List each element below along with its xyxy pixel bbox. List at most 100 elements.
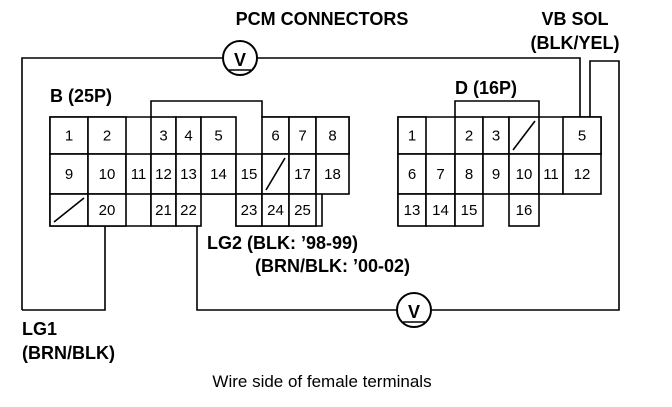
connector-b-pin-12: 12 — [150, 153, 177, 195]
pin-cell — [87, 193, 127, 227]
connector-b-blocked-cell — [261, 153, 290, 195]
pin-cell — [508, 153, 540, 195]
pin-number: 8 — [465, 166, 473, 183]
vb-sol-name: VB SOL — [541, 9, 608, 29]
pin-number: 17 — [294, 166, 311, 183]
pin-cell — [175, 193, 202, 227]
voltmeter-icon — [396, 292, 432, 328]
lg1-name: LG1 — [22, 319, 57, 339]
pin-cell — [175, 116, 202, 155]
blocked-slash — [512, 120, 536, 151]
pin-cell — [562, 153, 602, 195]
pin-number: 7 — [436, 166, 444, 183]
pin-cell — [261, 193, 290, 227]
connector-b-pin-25: 25 — [288, 193, 317, 227]
connector-d-pin-8: 8 — [454, 153, 484, 195]
pin-number: 12 — [574, 166, 591, 183]
blocked-slash — [53, 197, 85, 223]
pin-number: 5 — [578, 128, 586, 145]
connector-b-pin-11: 11 — [125, 153, 152, 195]
pin-cell — [454, 193, 484, 227]
pin-number: 8 — [328, 128, 336, 145]
connector-d-pin-1: 1 — [397, 116, 427, 155]
pin-number: 13 — [180, 166, 197, 183]
connector-b-pin-15: 15 — [235, 153, 263, 195]
connector-b-pin-13: 13 — [175, 153, 202, 195]
lg2-label-line2: (BRN/BLK: ’00-02) — [255, 256, 410, 276]
pin-number: 14 — [210, 166, 227, 183]
lg1-color: (BRN/BLK) — [22, 343, 115, 363]
pin-number: 3 — [492, 128, 500, 145]
pin-number: 1 — [65, 128, 73, 145]
pin-number: 16 — [516, 202, 533, 219]
voltmeter-bottom: V — [396, 292, 432, 328]
pin-number: 20 — [99, 202, 116, 219]
pin-number: 22 — [180, 202, 197, 219]
voltmeter-symbol: V — [408, 302, 420, 322]
connector-b-pin-1: 1 — [49, 116, 89, 155]
connector-b-pin-6: 6 — [261, 116, 290, 155]
connector-b-pin-10: 10 — [87, 153, 127, 195]
wire-lg2 — [196, 225, 397, 311]
connector-d-pin-3: 3 — [482, 116, 510, 155]
pin-number: 6 — [271, 128, 279, 145]
wire-top — [21, 57, 222, 310]
pin-cell — [150, 193, 177, 227]
pin-number: 15 — [461, 202, 478, 219]
connector-b-pin-18: 18 — [315, 153, 350, 195]
connector-b-label: B (25P) — [50, 86, 112, 106]
connector-d-pin-16: 16 — [508, 193, 540, 227]
pin-cell — [125, 153, 152, 195]
connector-d-pin-13: 13 — [397, 193, 427, 227]
connector-d-pin-12: 12 — [562, 153, 602, 195]
pin-number: 18 — [324, 166, 341, 183]
pin-number: 9 — [492, 166, 500, 183]
pin-cell — [150, 153, 177, 195]
pin-number: 25 — [294, 202, 311, 219]
pin-number: 12 — [155, 166, 172, 183]
pin-number: 11 — [131, 166, 147, 183]
pin-number: 24 — [267, 202, 284, 219]
connector-d-label: D (16P) — [455, 78, 517, 98]
connector-b-pin-3: 3 — [150, 116, 177, 155]
pin-number: 5 — [214, 128, 222, 145]
blocked-slash — [265, 157, 286, 191]
connector-b-pin-23: 23 — [235, 193, 263, 227]
connector-d-pin-14: 14 — [425, 193, 456, 227]
connector-b-blocked-cell — [49, 193, 89, 227]
voltmeter-icon — [222, 40, 258, 76]
connector-d-pin-10: 10 — [508, 153, 540, 195]
pin-number: 4 — [184, 128, 192, 145]
wire-vb-sol — [432, 60, 620, 311]
connector-b-pin-8: 8 — [315, 116, 350, 155]
pin-number: 15 — [241, 166, 258, 183]
vb-sol-color: (BLK/YEL) — [531, 33, 620, 53]
pin-number: 9 — [65, 166, 73, 183]
connector-b-pin-24: 24 — [261, 193, 290, 227]
pin-number: 10 — [516, 166, 533, 183]
pin-number: 23 — [241, 202, 258, 219]
connector-d-pin-5: 5 — [562, 116, 602, 155]
page-title: PCM CONNECTORS — [236, 9, 409, 29]
wire-top-right — [258, 57, 581, 117]
pin-number: 1 — [408, 128, 416, 145]
pin-cell — [288, 193, 317, 227]
pin-cell — [315, 153, 350, 195]
wire-lg1 — [22, 225, 106, 311]
connector-b-pin-20: 20 — [87, 193, 127, 227]
pin-cell — [87, 116, 127, 155]
connector-b-pin-17: 17 — [288, 153, 317, 195]
connector-d-pin-9: 9 — [482, 153, 510, 195]
pin-number: 2 — [103, 128, 111, 145]
connector-b-pin-5: 5 — [200, 116, 237, 155]
connector-b-pin-14: 14 — [200, 153, 237, 195]
connector-b-pin-21: 21 — [150, 193, 177, 227]
pin-number: 14 — [432, 202, 449, 219]
connector-d-blocked-cell — [508, 116, 540, 155]
pin-number: 11 — [543, 166, 559, 183]
wires — [21, 57, 620, 311]
lg2-label-line1: LG2 (BLK: ’98-99) — [207, 233, 358, 253]
connector-d-pin-6: 6 — [397, 153, 427, 195]
